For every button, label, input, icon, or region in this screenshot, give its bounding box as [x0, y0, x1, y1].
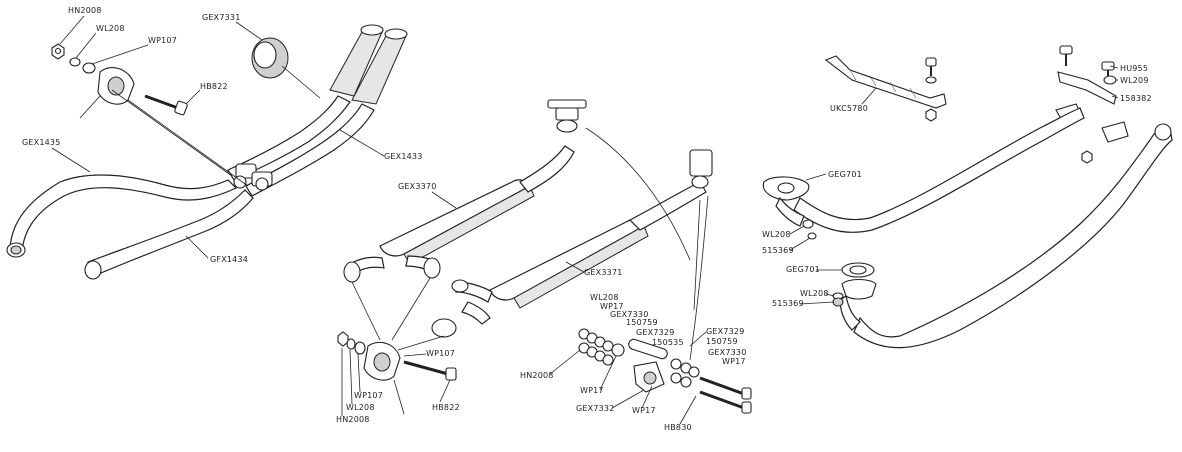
label-wl208-r2: WL208 [800, 289, 829, 298]
label-hn2008-m: HN2008 [336, 415, 370, 424]
right-assembly [762, 45, 1173, 349]
label-gex3370: GEX3370 [398, 182, 437, 191]
label-hu955: HU955 [1120, 64, 1148, 73]
label-wp17-c: WP17 [580, 386, 604, 395]
washer-stack-left [578, 328, 625, 366]
label-gex7330-b: GEX7330 [708, 348, 747, 357]
left-labels: HN2008 WL208 WP107 GEX7331 HB822 GEX1435… [22, 6, 423, 264]
label-wp107: WP107 [148, 36, 177, 45]
middle-assembly [337, 99, 752, 415]
label-wl208-c: WL208 [590, 293, 619, 302]
label-wp17-b: WP17 [722, 357, 746, 366]
left-assembly [6, 24, 408, 280]
middle-labels: GEX3370 GEX3371 WP107 WP107 WL208 HN2008… [336, 182, 747, 432]
label-gex7330-a: GEX7330 [610, 310, 649, 319]
right-labels: UKC5780 HU955 WL209 158382 GEG701 WL208 … [762, 64, 1152, 308]
label-hb822: HB822 [200, 82, 228, 91]
label-wp107-a: WP107 [426, 349, 455, 358]
label-geg701-a: GEG701 [828, 170, 862, 179]
label-gex1433: GEX1433 [384, 152, 423, 161]
label-geg701-b: GEG701 [786, 265, 820, 274]
label-hn2008-c: HN2008 [520, 371, 554, 380]
label-hn2008: HN2008 [68, 6, 102, 15]
label-gex3371: GEX3371 [584, 268, 623, 277]
label-150759-b: 150759 [706, 337, 738, 346]
label-gex7329-b: GEX7329 [706, 327, 745, 336]
label-150759-a: 150759 [626, 318, 658, 327]
label-wl208: WL208 [96, 24, 125, 33]
label-gex7329-a: GEX7329 [636, 328, 675, 337]
label-ukc5780: UKC5780 [830, 104, 868, 113]
label-wl208-r: WL208 [762, 230, 791, 239]
label-150535: 150535 [652, 338, 684, 347]
label-158382: 158382 [1120, 94, 1152, 103]
label-wp107-b: WP107 [354, 391, 383, 400]
label-gfx1434: GFX1434 [210, 255, 248, 264]
label-hb822-m: HB822 [432, 403, 460, 412]
washer-stack-right [670, 358, 700, 388]
label-hb830: HB830 [664, 423, 692, 432]
label-wl209: WL209 [1120, 76, 1149, 85]
label-gex7331: GEX7331 [202, 13, 241, 22]
label-wp17-a: WP17 [600, 302, 624, 311]
label-gex7332: GEX7332 [576, 404, 615, 413]
label-515369-b: 515369 [772, 299, 804, 308]
label-515369-a: 515369 [762, 246, 794, 255]
label-wl208-m: WL208 [346, 403, 375, 412]
label-gex1435: GEX1435 [22, 138, 61, 147]
label-wp17-d: WP17 [632, 406, 656, 415]
